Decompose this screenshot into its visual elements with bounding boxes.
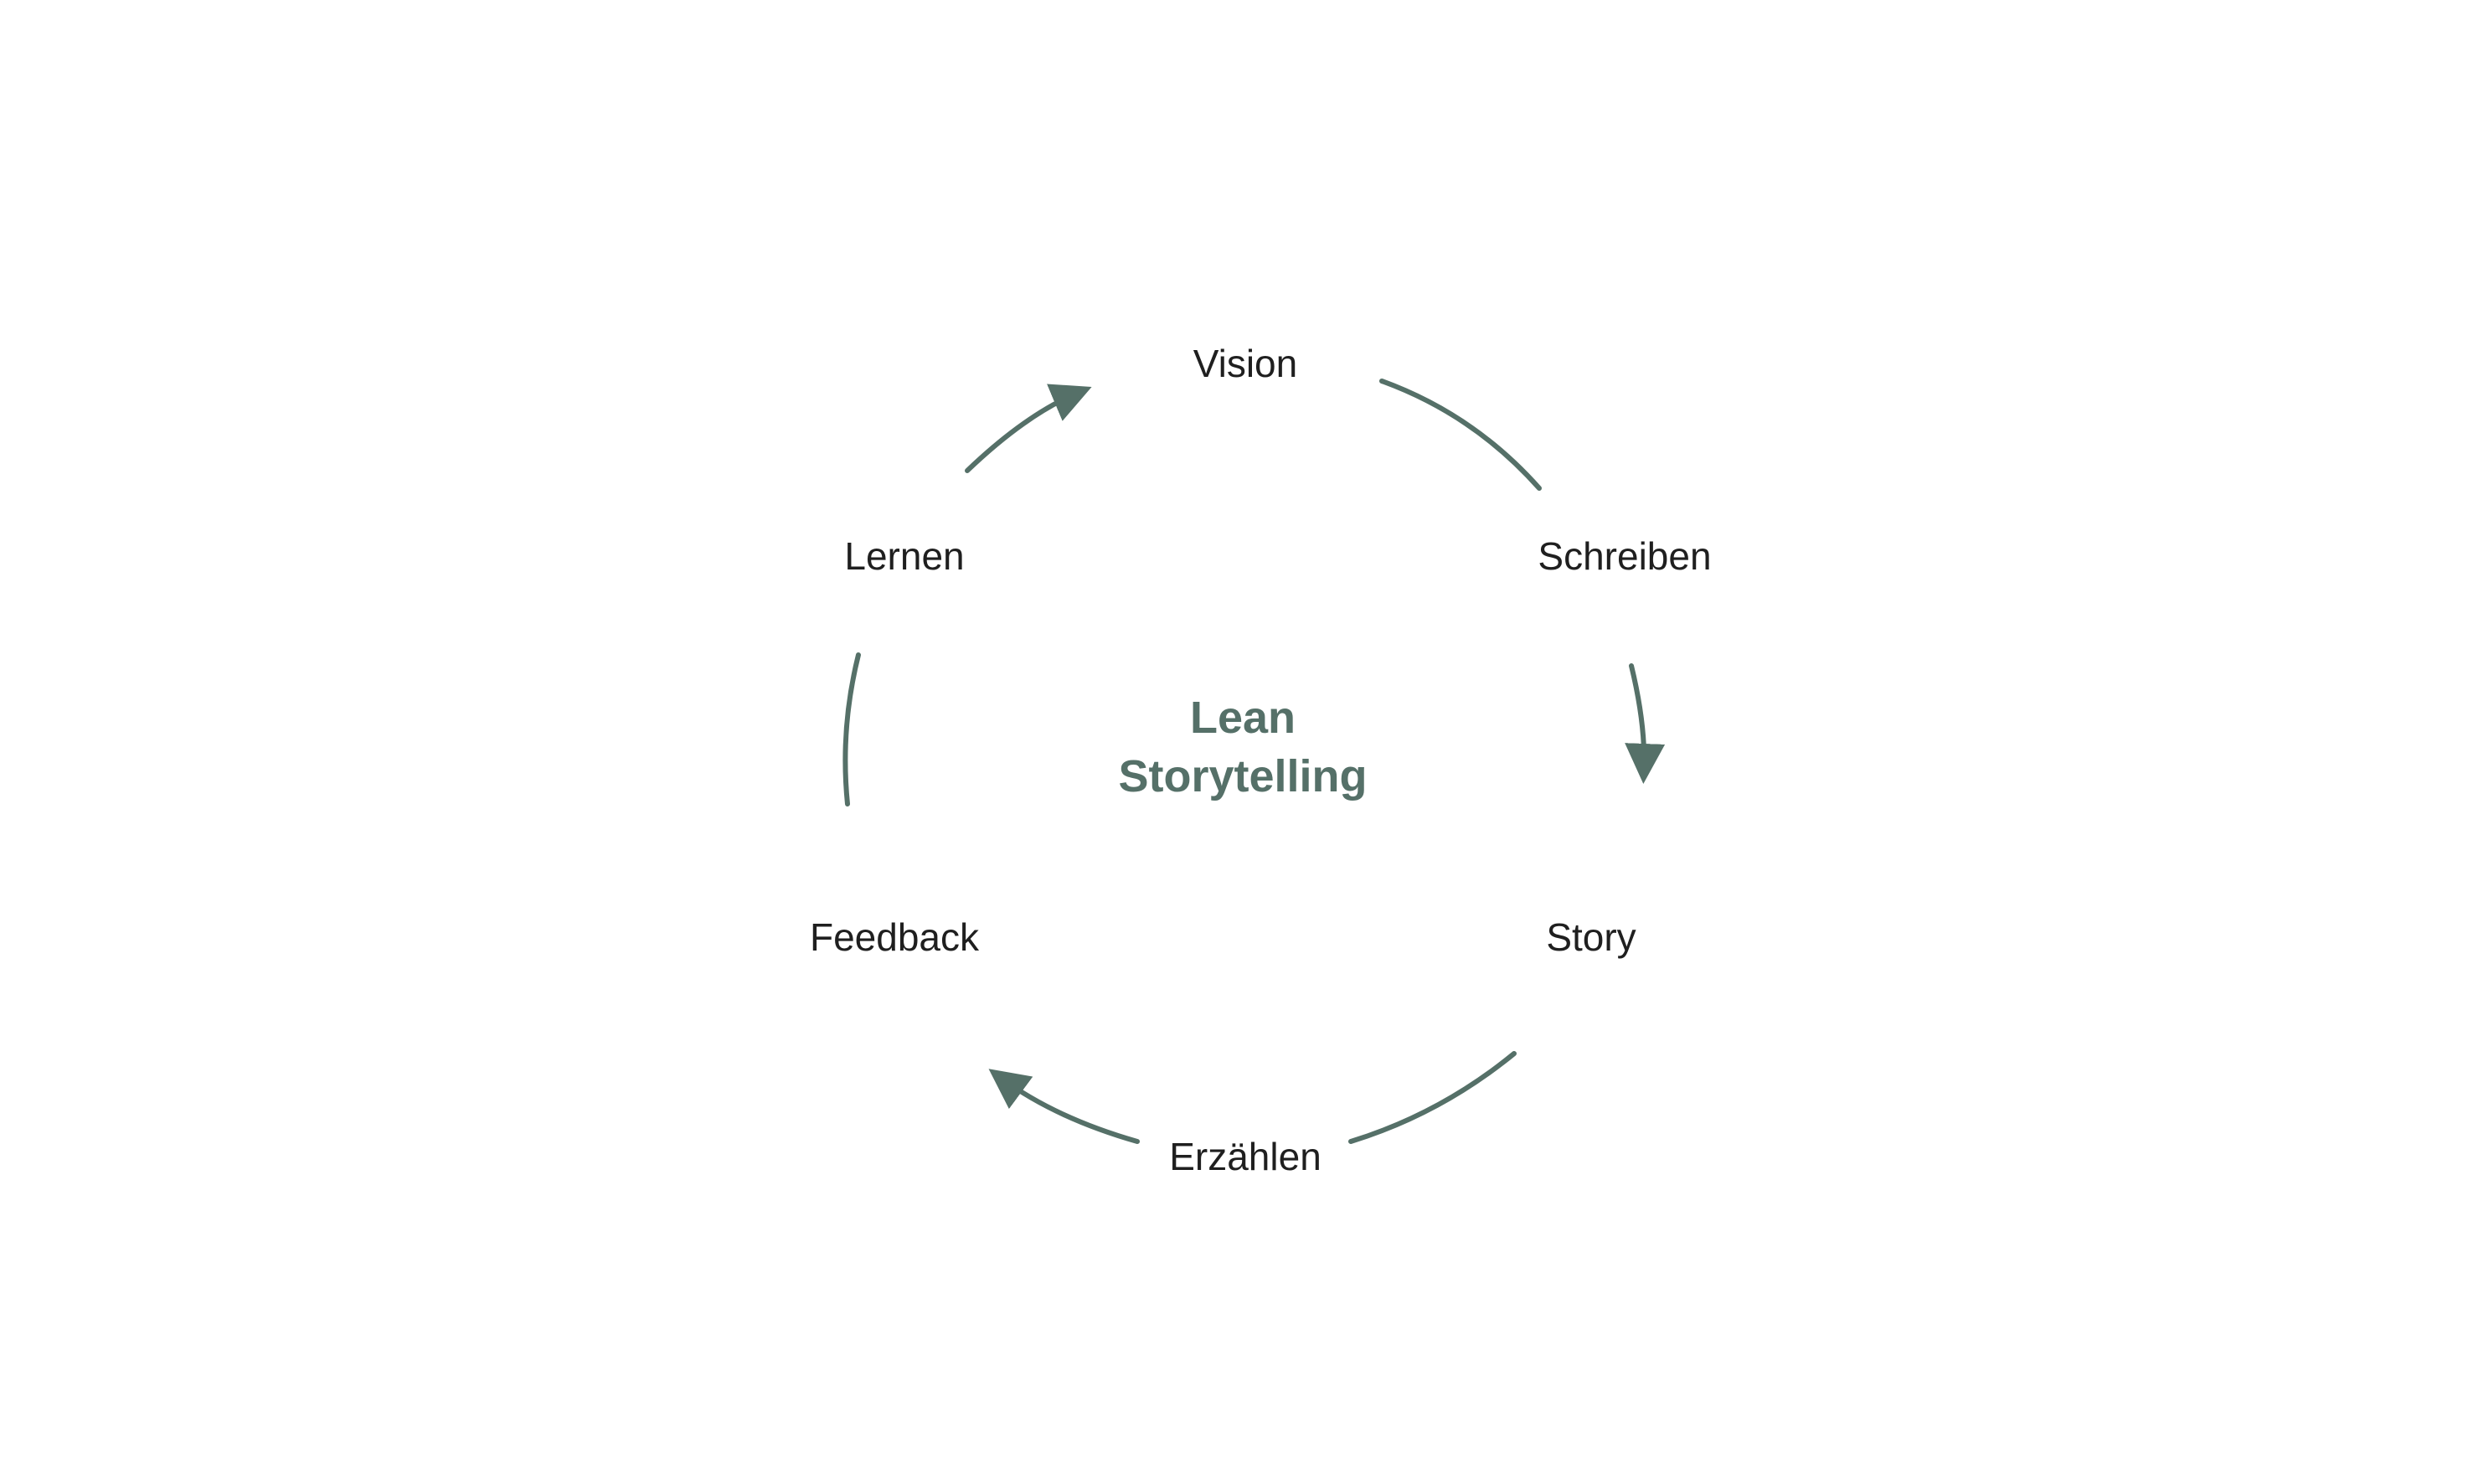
stage-lernen: Lernen <box>844 534 964 578</box>
stage-erzaehlen: Erzählen <box>1169 1135 1322 1178</box>
center-title-line2: Storytelling <box>1118 751 1367 801</box>
stage-vision: Vision <box>1193 342 1297 385</box>
arc-feedback-to-lernen <box>842 652 861 806</box>
center-title-line1: Lean <box>1190 693 1296 743</box>
arc-vision-to-schreiben <box>1379 379 1542 491</box>
stage-feedback: Feedback <box>810 915 980 959</box>
stage-story: Story <box>1546 915 1636 959</box>
arc-lernen-to-vision <box>965 384 1092 473</box>
arc-schreiben-to-story <box>1625 663 1666 784</box>
arc-story-to-erzaehlen <box>1348 1051 1517 1144</box>
arc-erzaehlen-to-feedback <box>988 1069 1140 1144</box>
stage-schreiben: Schreiben <box>1538 534 1711 578</box>
